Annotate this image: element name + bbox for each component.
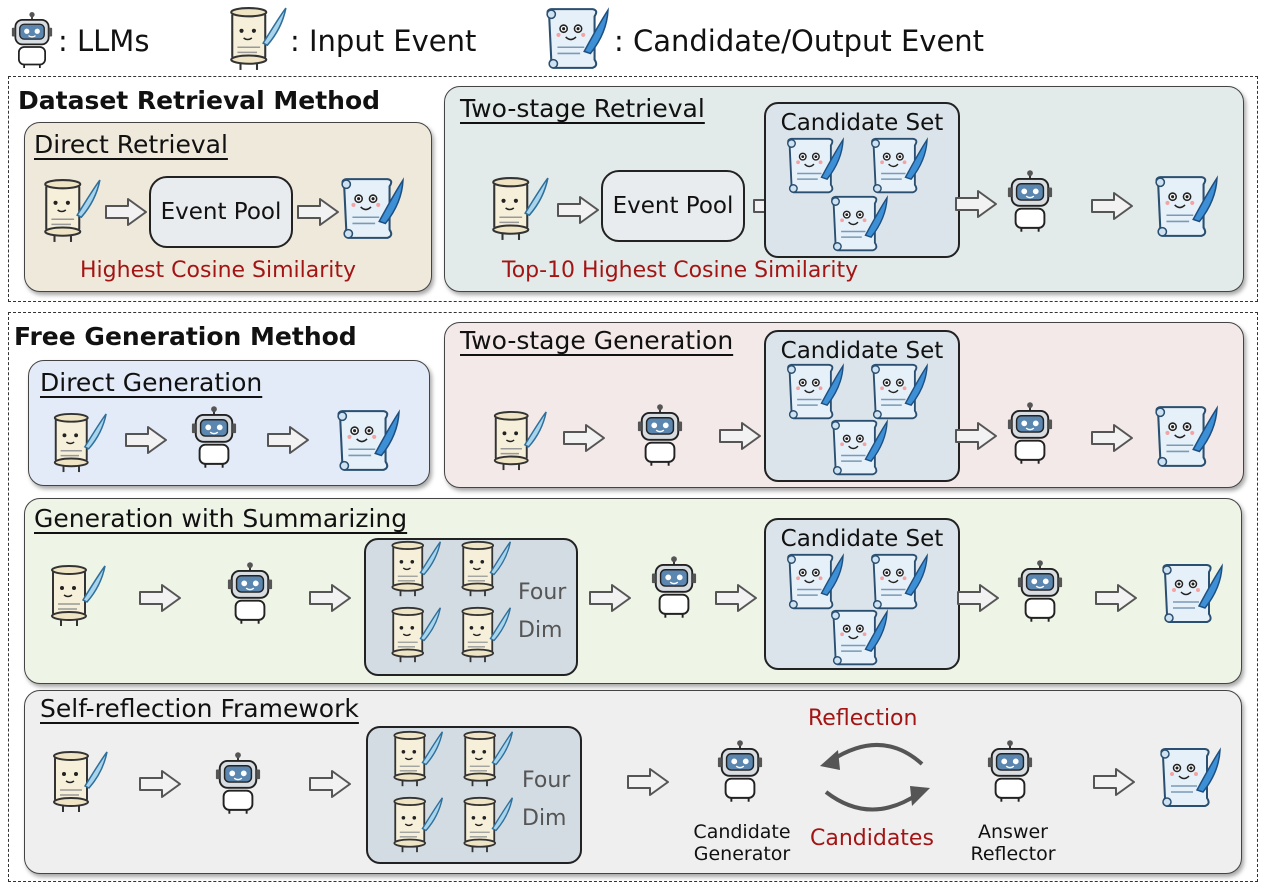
direct-retrieval-title: Direct Retrieval [34,130,228,159]
llm-robot-icon [636,404,684,466]
arrow-icon [138,582,182,614]
candidate-set-label: Candidate Set [780,110,944,136]
dimension-event-icon [458,796,516,854]
input-event-icon [40,178,102,244]
output-event-icon [1150,174,1220,240]
llm-robot-icon [650,556,698,618]
candidate-generator-robot-icon [716,740,764,802]
summarizing-title: Generation with Summarizing [34,504,408,533]
arrow-icon [308,582,352,614]
direct-generation-title: Direct Generation [40,368,263,397]
arrow-icon [1090,422,1134,454]
arrow-icon [626,766,670,798]
arrow-icon [556,194,600,226]
candidate-event-icon [826,418,890,478]
candidate-event-icon [866,552,930,612]
output-event-legend-icon [540,6,612,72]
four-dim-label-line1: Four [522,768,571,793]
answer-reflector-robot-icon [986,740,1034,802]
two-stage-generation-title: Two-stage Generation [460,326,734,355]
llm-robot-icon [1006,170,1054,232]
two-stage-retrieval-title: Two-stage Retrieval [460,94,705,123]
output-event-icon [336,176,406,242]
event-pool: Event Pool [601,170,745,242]
arrow-icon [124,424,168,456]
input-event-icon [48,750,110,814]
llm-legend-icon [10,12,54,68]
arrow-icon [1090,190,1134,222]
dimension-event-icon [388,796,446,854]
dimension-event-icon [386,606,444,664]
reflection-label: Reflection [808,706,918,731]
arrow-icon [1094,582,1138,614]
arrow-icon [1092,766,1136,798]
arrow-icon [954,420,998,452]
candidate-event-icon [866,136,930,196]
llm-robot-icon [1016,560,1064,622]
arrow-icon [718,420,762,452]
reflection-cycle-arrows [820,742,930,812]
candidate-generator-label-line2: Generator [693,843,791,865]
legend-output-label: : Candidate/Output Event [614,24,985,58]
legend-input-label: : Input Event [290,24,477,58]
llm-robot-icon [1006,402,1054,464]
arrow-icon [956,582,1000,614]
candidate-event-icon [826,194,890,254]
candidate-event-icon [826,608,890,668]
arrow-icon [266,424,310,456]
llm-robot-icon [190,406,238,468]
answer-reflector-label-line1: Answer [978,821,1048,843]
arrow-icon [588,582,632,614]
self-reflection-title: Self-reflection Framework [40,694,359,723]
input-event-icon [488,176,550,242]
candidate-event-icon [782,362,846,422]
candidate-set-label: Candidate Set [780,526,944,552]
direct-retrieval-caption: Highest Cosine Similarity [80,258,357,283]
arrow-icon [104,196,148,228]
output-event-icon [332,408,402,474]
answer-reflector-label-line2: Reflector [970,843,1056,865]
candidate-set-label: Candidate Set [780,338,944,364]
dimension-event-icon [388,730,446,788]
arrow-icon [714,582,758,614]
candidate-event-icon [782,136,846,196]
candidate-generator-label-line1: Candidate [693,821,791,843]
two-stage-retrieval-caption: Top-10 Highest Cosine Similarity [502,258,859,283]
dimension-event-icon [456,540,514,598]
retrieval-section [8,76,1258,302]
input-event-icon [46,564,108,628]
output-event-icon [1150,404,1220,470]
input-event-legend-icon [226,6,288,72]
candidate-event-icon [866,362,930,422]
retrieval-section-title: Dataset Retrieval Method [18,86,381,115]
event-pool: Event Pool [149,176,293,248]
arrow-icon [138,768,182,800]
output-event-icon [1156,562,1226,626]
arrow-icon [308,768,352,800]
arrow-icon [562,422,606,454]
four-dim-label-line2: Dim [522,806,567,831]
input-event-icon [488,410,550,472]
candidates-label: Candidates [810,826,934,851]
llm-robot-icon [214,752,262,814]
arrow-icon [954,188,998,220]
four-dim-label-line2: Dim [518,618,563,643]
dimension-event-icon [458,730,516,788]
four-dim-label-line1: Four [518,580,567,605]
dimension-event-icon [386,540,444,598]
input-event-icon [48,412,110,474]
arrow-icon [296,196,340,228]
dimension-event-icon [456,606,514,664]
output-event-icon [1154,746,1224,810]
generation-section [8,312,1258,882]
candidate-event-icon [782,552,846,612]
legend-llm-label: : LLMs [58,24,150,58]
generation-section-title: Free Generation Method [14,322,357,351]
llm-robot-icon [226,562,274,624]
